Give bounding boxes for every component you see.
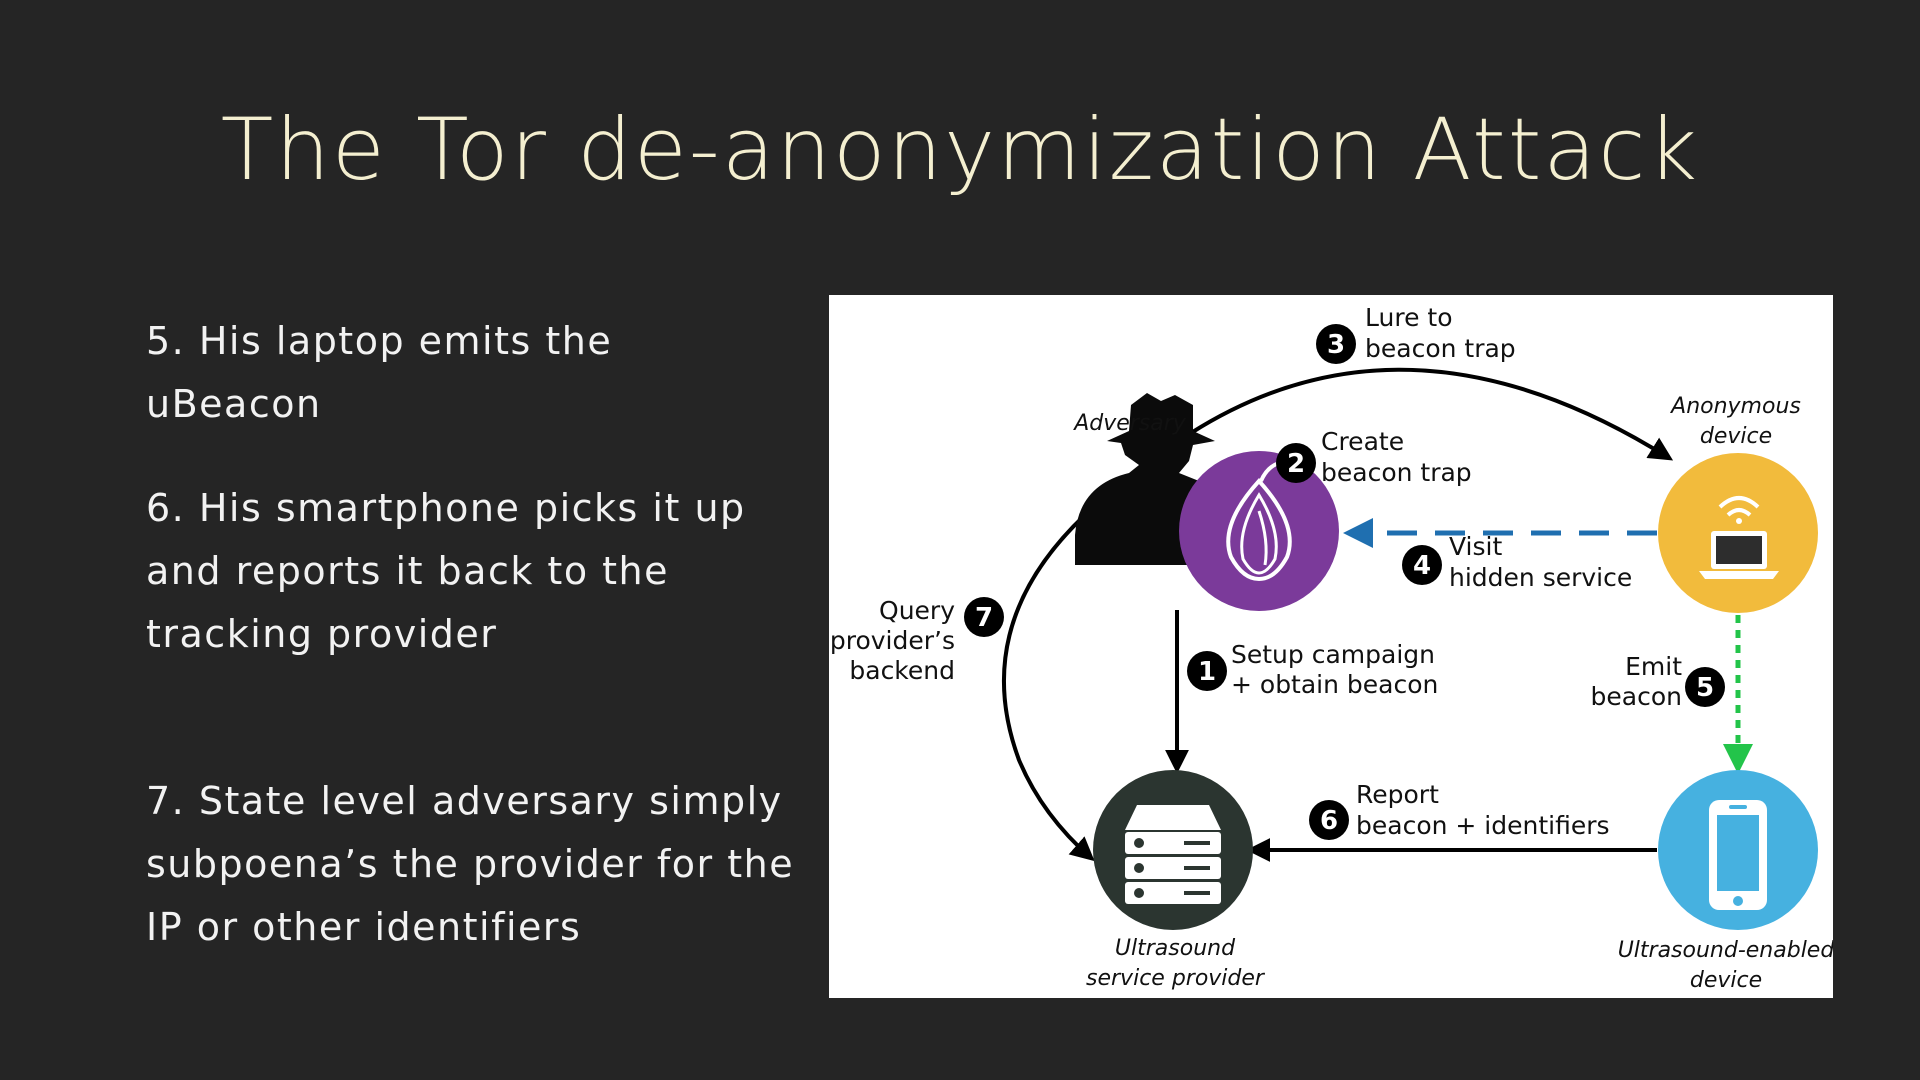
- step-badge: 4: [1402, 545, 1442, 585]
- slide-title: The Tor de-anonymization Attack: [220, 100, 1700, 200]
- provider-label: service provider: [1086, 966, 1266, 991]
- server-icon: [1093, 770, 1253, 930]
- step-label: beacon trap: [1321, 458, 1472, 487]
- step-label: beacon: [1591, 682, 1682, 711]
- step-label: Emit: [1625, 652, 1682, 681]
- step-label: + obtain beacon: [1231, 670, 1438, 699]
- attack-diagram: 1 2 3 4 5 6 7 Setup campaign + obtain be…: [829, 295, 1833, 998]
- step-label: hidden service: [1449, 563, 1632, 592]
- smartphone-icon: [1658, 770, 1818, 930]
- step-badge: 3: [1316, 324, 1356, 364]
- step-badge: 2: [1276, 443, 1316, 483]
- step-badge: 5: [1685, 667, 1725, 707]
- svg-text:1: 1: [1198, 657, 1216, 687]
- arrow-lure: [1189, 367, 1674, 461]
- step-label: Report: [1356, 780, 1439, 809]
- diagram-canvas: 1 2 3 4 5 6 7 Setup campaign + obtain be…: [830, 303, 1833, 993]
- bullet-item: 6. His smartphone picks it up and report…: [146, 486, 746, 656]
- svg-text:5: 5: [1696, 673, 1714, 703]
- svg-text:4: 4: [1413, 551, 1431, 581]
- step-label: Setup campaign: [1231, 640, 1435, 669]
- bullet-item: 7. State level adversary simply subpoena…: [146, 779, 795, 949]
- step-label: beacon trap: [1365, 334, 1516, 363]
- step-badge: 1: [1187, 651, 1227, 691]
- provider-label: Ultrasound: [1115, 936, 1236, 961]
- svg-text:6: 6: [1320, 806, 1338, 836]
- bullet-item: 5. His laptop emits the uBeacon: [146, 319, 613, 426]
- node-labels: Adversary Anonymous device Ultrasound se…: [1072, 394, 1833, 993]
- ultrasound-device-label: device: [1690, 968, 1762, 993]
- step-badge: 6: [1309, 800, 1349, 840]
- step-labels: Setup campaign + obtain beacon Create be…: [830, 303, 1682, 840]
- step-badge: 7: [964, 597, 1004, 637]
- step-label: Visit: [1449, 532, 1502, 561]
- step-label: provider’s: [830, 626, 955, 655]
- step-label: Query: [879, 596, 955, 625]
- svg-text:7: 7: [975, 603, 993, 633]
- ultrasound-device-label: Ultrasound-enabled: [1618, 938, 1833, 963]
- adversary-label: Adversary: [1072, 411, 1187, 436]
- tor-onion-icon: [1179, 451, 1339, 611]
- anonymous-device-label: Anonymous: [1669, 394, 1801, 419]
- laptop-icon: [1658, 453, 1818, 613]
- step-label: backend: [849, 656, 955, 685]
- step-label: Lure to: [1365, 303, 1453, 332]
- arrow-query: [1001, 513, 1095, 862]
- step-label: beacon + identifiers: [1356, 811, 1610, 840]
- svg-text:2: 2: [1287, 449, 1305, 479]
- step-label: Create: [1321, 427, 1404, 456]
- svg-text:3: 3: [1327, 330, 1345, 360]
- anonymous-device-label: device: [1700, 424, 1772, 449]
